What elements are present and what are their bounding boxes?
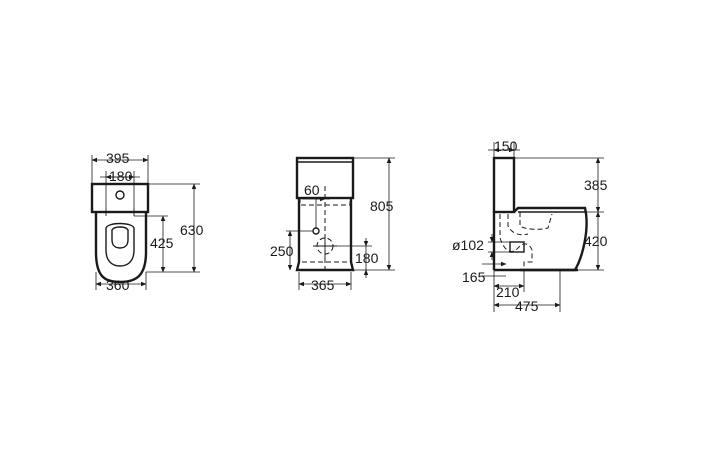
dim-180-label: 180 — [109, 168, 133, 184]
top-view: 395 180 360 630 425 — [90, 150, 204, 293]
flush-button-icon — [115, 190, 125, 200]
top-view-bowl — [94, 212, 148, 284]
side-view-bowl — [513, 206, 588, 272]
dim-180-front-label: 180 — [355, 250, 379, 266]
dim-425-label: 425 — [150, 235, 174, 251]
dim-150-label: 150 — [494, 138, 518, 154]
dim-dia102-label: ø102 — [452, 237, 484, 253]
side-view-tank — [492, 156, 516, 214]
dim-250-label: 250 — [270, 243, 294, 259]
dim-395-label: 395 — [106, 150, 130, 166]
dim-420-label: 420 — [584, 233, 608, 249]
side-view-outlet — [509, 241, 525, 253]
dim-210-label: 210 — [496, 284, 520, 300]
dim-165-label: 165 — [462, 269, 486, 285]
dim-365-label: 365 — [311, 277, 335, 293]
side-view: 150 385 420 ø102 165 210 475 — [452, 138, 608, 314]
top-view-seat — [105, 222, 135, 267]
dim-630-label: 630 — [180, 222, 204, 238]
dim-60-label: 60 — [304, 182, 320, 198]
front-view: 805 60 250 180 365 — [270, 156, 395, 293]
top-view-seat-inner — [111, 226, 129, 249]
dim-385-label: 385 — [584, 177, 608, 193]
water-supply-icon — [312, 227, 320, 235]
dim-360-label: 360 — [106, 277, 130, 293]
dim-805-label: 805 — [370, 198, 394, 214]
top-view-tank — [90, 182, 150, 214]
dim-475-label: 475 — [515, 298, 539, 314]
